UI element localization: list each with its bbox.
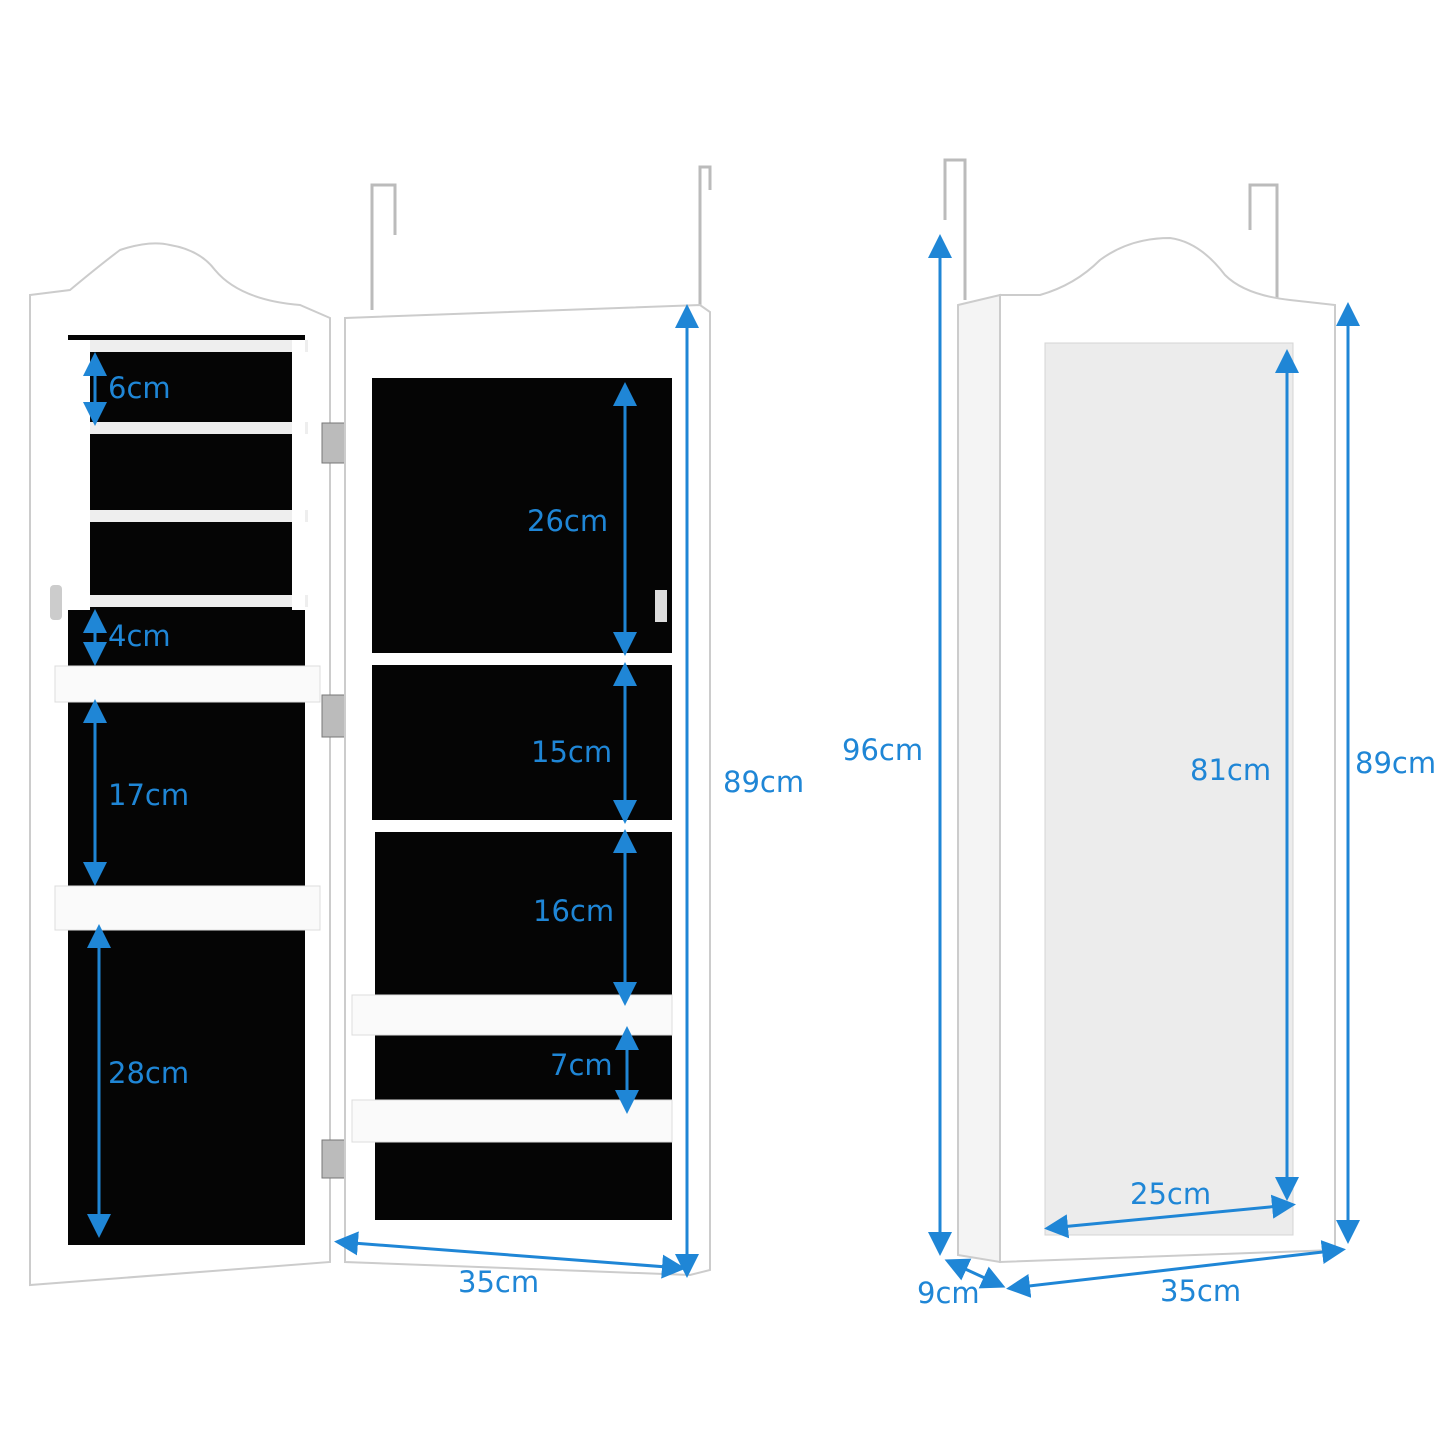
label-overall-height: 89cm [723,765,805,799]
cabinet-body [344,303,711,1277]
open-door [29,242,331,1287]
label-depth: 9cm [917,1276,980,1310]
mirror [1044,342,1294,1236]
label-third-compartment: 16cm [533,894,615,928]
label-top-compartment: 26cm [527,504,609,538]
label-earring-row-gap: 6cm [108,371,171,405]
label-height-with-hooks: 96cm [842,733,924,767]
door-hooks-left [370,165,712,310]
shelf [351,1099,673,1143]
label-mirror-width: 25cm [1130,1177,1212,1211]
label-body-height: 89cm [1355,746,1437,780]
label-shelf-gap: 7cm [550,1048,613,1082]
dimension-arrows [83,234,1360,1298]
label-earring-hook-gap: 4cm [108,619,171,653]
label-mirror-height: 81cm [1190,753,1272,787]
label-door-bottom-panel: 28cm [108,1056,190,1090]
shelf [351,994,673,1036]
necklace-hook-bar [54,665,321,703]
lock-icon [50,585,62,620]
label-door-middle-panel: 17cm [108,778,190,812]
door-hooks-right [943,158,1279,300]
necklace-hook-bar [54,885,321,931]
label-second-compartment: 15cm [531,735,613,769]
label-right-width: 35cm [1160,1274,1242,1308]
label-left-width: 35cm [458,1265,540,1299]
closed-cabinet [957,236,1336,1264]
